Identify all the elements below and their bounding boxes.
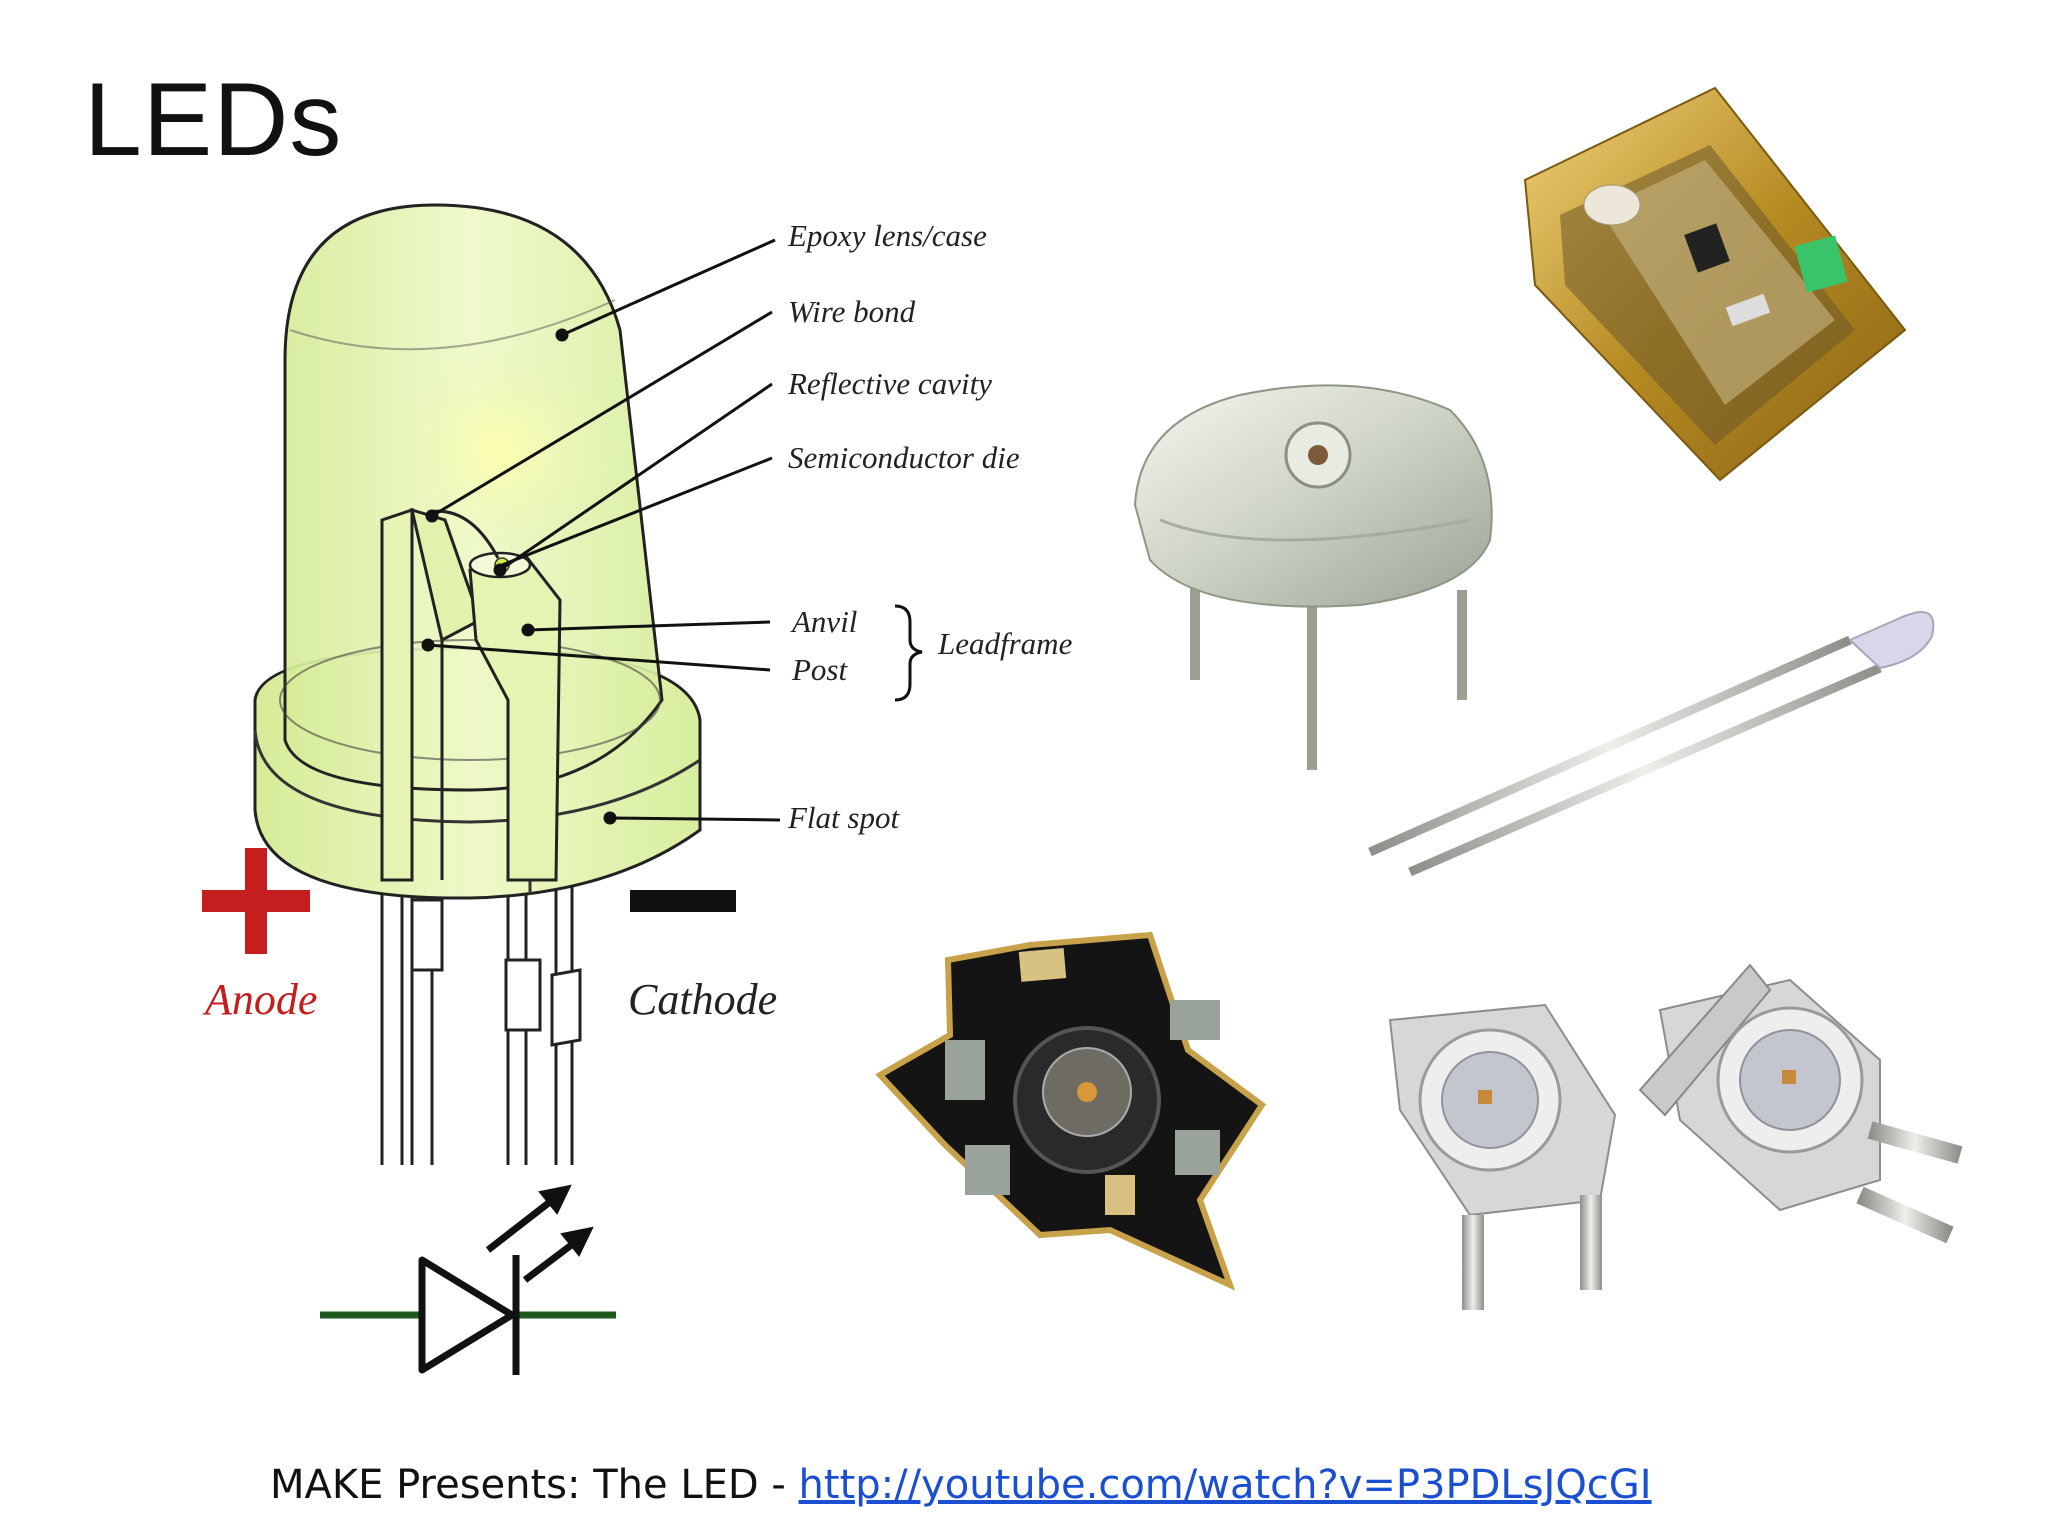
youtube-link[interactable]: http://youtube.com/watch?v=P3PDLsJQcGI: [798, 1462, 1652, 1508]
label-anvil: Anvil: [790, 604, 857, 639]
footer-prefix: MAKE Presents: The LED -: [270, 1462, 799, 1508]
label-post: Post: [791, 652, 849, 687]
leader-lines: [421, 238, 781, 825]
slide-title: LEDs: [84, 62, 343, 178]
label-epoxy-lens: Epoxy lens/case: [787, 218, 987, 253]
led-leads: [380, 880, 582, 1165]
label-semiconductor-die: Semiconductor die: [788, 440, 1020, 475]
cathode-minus-icon: [630, 890, 736, 912]
leadframe-brace: [894, 604, 923, 702]
star-power-led-photo: [875, 931, 1267, 1291]
led-diagram: Epoxy lens/case Wire bond Reflective cav…: [202, 203, 1073, 1375]
superflux-led-photo: [1133, 384, 1493, 770]
label-wire-bond: Wire bond: [788, 294, 916, 329]
anode-label: Anode: [202, 975, 317, 1024]
led-schematic-symbol: [320, 1184, 616, 1375]
label-reflective-cavity: Reflective cavity: [787, 366, 992, 401]
through-hole-led-photo: [1368, 611, 1935, 877]
post: [380, 507, 414, 882]
label-leadframe: Leadframe: [937, 626, 1073, 661]
smd-power-led-photo: [1388, 963, 1963, 1310]
label-flat-spot: Flat spot: [787, 800, 900, 835]
footer-caption: MAKE Presents: The LED - http://youtube.…: [270, 1462, 1652, 1508]
anode-plus-icon: [202, 848, 310, 954]
smd-led-photo: [1523, 86, 1907, 482]
cathode-label: Cathode: [628, 975, 777, 1024]
light-arrows-icon: [485, 1184, 594, 1283]
